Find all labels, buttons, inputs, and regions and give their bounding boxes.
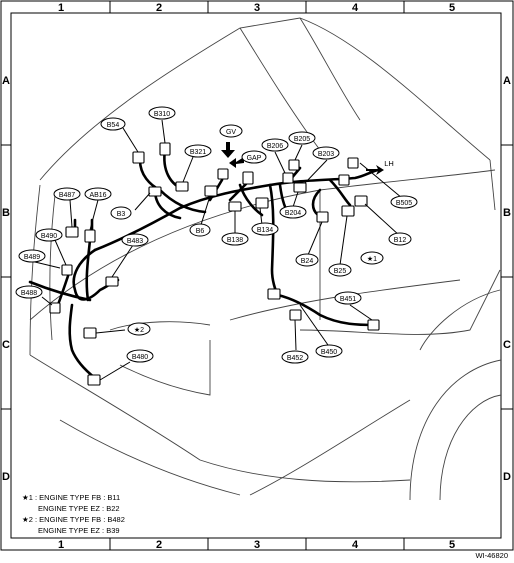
label-star1: ★1	[367, 255, 377, 263]
col-label-bottom-3: 3	[254, 539, 260, 551]
row-label-right-c: C	[503, 339, 511, 351]
row-label-right-d: D	[503, 471, 511, 483]
connectors	[49, 142, 380, 386]
label-b487: B487	[59, 192, 75, 199]
col-label-top-4: 4	[352, 2, 359, 14]
col-label-top-1: 1	[58, 2, 64, 14]
col-label-top-5: 5	[449, 2, 455, 14]
col-label-top-2: 2	[156, 2, 162, 14]
lh-arrow-icon	[366, 165, 384, 175]
label-b3: B3	[117, 211, 126, 218]
row-label-right-a: A	[503, 75, 511, 87]
callouts	[15, 106, 418, 364]
label-b490: B490	[41, 233, 57, 240]
label-b488: B488	[21, 290, 37, 297]
col-label-bottom-1: 1	[58, 539, 64, 551]
label-b204: B204	[285, 210, 301, 217]
vehicle-body-outline	[29, 17, 502, 501]
col-label-bottom-5: 5	[449, 539, 455, 551]
label-b505: B505	[396, 200, 412, 207]
row-ticks	[1, 144, 513, 410]
note-star1-fb: ★1 : ENGINE TYPE FB : B11	[22, 493, 121, 502]
column-ticks	[109, 1, 405, 550]
label-b138: B138	[227, 237, 243, 244]
gv-arrow-icon	[221, 142, 235, 158]
col-label-bottom-2: 2	[156, 539, 162, 551]
label-b489: B489	[24, 254, 40, 261]
row-label-left-a: A	[2, 75, 10, 87]
label-b205: B205	[294, 136, 310, 143]
col-label-top-3: 3	[254, 2, 260, 14]
label-b451: B451	[340, 296, 356, 303]
label-b450: B450	[321, 349, 337, 356]
label-b54: B54	[107, 122, 120, 129]
label-b483: B483	[127, 238, 143, 245]
label-b6: B6	[196, 228, 205, 235]
col-label-bottom-4: 4	[352, 539, 359, 551]
frame-outer	[0, 0, 514, 551]
label-gv: GV	[226, 129, 236, 136]
leader-lines	[34, 119, 403, 381]
label-b452: B452	[287, 355, 303, 362]
row-label-left-b: B	[2, 207, 10, 219]
gap-arrow-icon	[229, 157, 244, 168]
frame-inner	[10, 12, 502, 539]
label-b203: B203	[318, 151, 334, 158]
row-label-left-d: D	[2, 471, 10, 483]
label-b206: B206	[267, 143, 283, 150]
row-label-left-c: C	[2, 339, 10, 351]
label-b310: B310	[154, 111, 170, 118]
label-b321: B321	[190, 149, 206, 156]
note-star2-ez: ENGINE TYPE EZ : B39	[38, 526, 120, 535]
label-b25: B25	[334, 268, 347, 275]
note-star1-ez: ENGINE TYPE EZ : B22	[38, 504, 120, 513]
label-ab16: AB16	[89, 192, 106, 199]
label-b480: B480	[132, 354, 148, 361]
label-b24: B24	[301, 258, 314, 265]
figure-id: WI-46820	[475, 551, 508, 560]
label-lh: LH	[384, 159, 394, 168]
main-harness	[28, 148, 380, 380]
label-b134: B134	[257, 227, 273, 234]
label-star2: ★2	[134, 326, 144, 334]
note-star2-fb: ★2 : ENGINE TYPE FB : B482	[22, 515, 125, 524]
label-gap: GAP	[247, 155, 262, 162]
label-b12: B12	[394, 237, 407, 244]
row-label-right-b: B	[503, 207, 511, 219]
